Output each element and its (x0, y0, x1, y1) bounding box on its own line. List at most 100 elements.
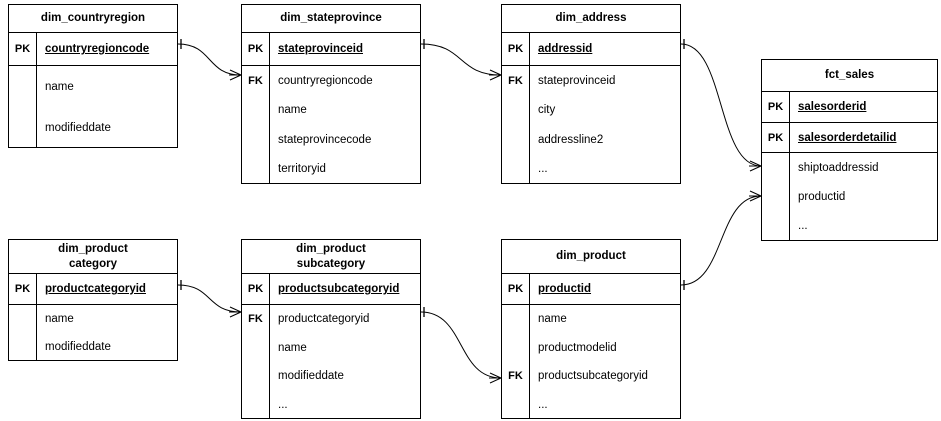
field-column: salesorderdetailid (790, 123, 937, 152)
key-column: PK (9, 274, 37, 304)
attribute-dotdotdot[interactable]: ... (278, 398, 288, 411)
key-badge-empty (242, 391, 269, 420)
relationship-subcategory-to-product[interactable] (420, 307, 502, 384)
crowsfoot-prong (749, 190, 762, 197)
cardinality-many-crowsfoot (229, 306, 242, 318)
entity-title-dim_productcategory: dim_product category (9, 240, 177, 274)
key-column: FK (502, 305, 530, 418)
relationship-countryregion-to-stateprovince[interactable] (177, 39, 242, 81)
field-column: countryregioncode (37, 33, 177, 65)
attribute-productsubcategoryid[interactable]: productsubcategoryid (278, 283, 400, 295)
key-badge-empty (762, 212, 789, 241)
key-badge-empty (502, 305, 529, 334)
cardinality-many-crowsfoot (229, 69, 242, 81)
crowsfoot-prong (749, 160, 762, 167)
attribute-group: FK name productmodelid productsubcategoryid… (502, 304, 680, 418)
attribute-productid[interactable]: productid (538, 283, 592, 295)
attribute-modifieddate[interactable]: modifieddate (278, 370, 344, 383)
crowsfoot-prong (229, 306, 242, 313)
key-badge-empty (9, 107, 36, 148)
attribute-productcategoryid[interactable]: productcategoryid (45, 283, 146, 295)
relationship-product-to-fctsales[interactable] (680, 190, 762, 290)
field-column: name modifieddate (37, 305, 177, 360)
attribute-group: name modifieddate (9, 304, 177, 360)
attribute-group: shiptoaddressid productid... (762, 152, 937, 240)
field-column: productcategoryid name modifieddate... (270, 305, 420, 418)
entity-title-line: category (69, 257, 117, 270)
attribute-stateprovincecode[interactable]: stateprovincecode (278, 133, 372, 146)
entity-title-line: dim_stateprovince (280, 12, 382, 24)
attribute-name[interactable]: name (278, 104, 307, 117)
attribute-group: name modifieddate (9, 65, 177, 147)
attribute-stateprovinceid[interactable]: stateprovinceid (278, 43, 363, 55)
key-badge-pk: PK (14, 43, 31, 55)
key-badge-pk: PK (14, 283, 31, 295)
relationship-stateprovince-to-address[interactable] (420, 39, 502, 81)
attribute-countryregioncode[interactable]: countryregioncode (45, 43, 150, 55)
attribute-name[interactable]: name (278, 341, 307, 354)
attribute-dotdotdot[interactable]: ... (538, 163, 548, 176)
attribute-countryregioncode[interactable]: countryregioncode (278, 74, 373, 87)
attribute-productcategoryid[interactable]: productcategoryid (278, 313, 370, 326)
key-badge-empty (242, 125, 269, 155)
attribute-modifieddate[interactable]: modifieddate (45, 121, 111, 134)
relationship-address-to-fctsales[interactable] (680, 39, 762, 172)
crowsfoot-prong (229, 74, 242, 81)
entity-title-line: dim_countryregion (40, 12, 146, 24)
field-column: addressid (530, 33, 680, 65)
entity-title-dim_stateprovince: dim_stateprovince (242, 5, 420, 33)
attribute-salesorderid[interactable]: salesorderid (798, 101, 867, 113)
attribute-dotdotdot[interactable]: ... (538, 398, 548, 411)
key-badge-empty (9, 333, 36, 361)
key-badge-fk: FK (248, 74, 263, 87)
cardinality-many-crowsfoot (489, 69, 502, 81)
key-badge-empty (502, 125, 529, 155)
attribute-productmodelid[interactable]: productmodelid (538, 341, 617, 354)
relationship-line (177, 43, 242, 76)
key-badge-pk: PK (507, 283, 524, 295)
attribute-stateprovinceid[interactable]: stateprovinceid (538, 74, 616, 87)
attribute-group: FK countryregioncode name stateprovincecode… (242, 65, 420, 183)
crowsfoot-prong (749, 195, 762, 202)
attribute-name[interactable]: name (45, 80, 74, 93)
relationship-productcategory-to-subcategory[interactable] (177, 280, 242, 318)
entity-title-line: dim_address (555, 12, 627, 24)
attribute-productid[interactable]: productid (798, 190, 846, 203)
attribute-group: PK productcategoryid (9, 274, 177, 304)
attribute-addressid[interactable]: addressid (538, 43, 593, 55)
attribute-name[interactable]: name (45, 313, 74, 325)
attribute-name[interactable]: name (538, 313, 567, 326)
key-column (762, 153, 790, 240)
attribute-salesorderdetailid[interactable]: salesorderdetailid (798, 132, 897, 144)
attribute-dotdotdot[interactable]: ... (798, 220, 808, 233)
relationship-line (420, 311, 502, 379)
key-badge-pk: PK (247, 283, 264, 295)
key-column: PK (9, 33, 37, 65)
key-column: FK (242, 66, 270, 183)
attribute-productsubcategoryid[interactable]: productsubcategoryid (538, 370, 648, 383)
key-column: PK (242, 274, 270, 304)
attribute-modifieddate[interactable]: modifieddate (45, 341, 111, 353)
attribute-city[interactable]: city (538, 104, 556, 117)
key-badge-empty (502, 155, 529, 185)
entity-title-dim_countryregion: dim_countryregion (9, 5, 177, 33)
attribute-addressline2[interactable]: addressline2 (538, 133, 604, 146)
field-column: shiptoaddressid productid... (790, 153, 937, 240)
attribute-shiptoaddressid[interactable]: shiptoaddressid (798, 161, 879, 174)
key-badge-pk: PK (507, 43, 524, 55)
field-column: productid (530, 274, 680, 304)
attribute-territoryid[interactable]: territoryid (278, 163, 326, 176)
key-badge-empty (242, 362, 269, 391)
relationship-line (680, 195, 762, 286)
crowsfoot-prong (489, 69, 502, 76)
entity-title-line: dim_product (58, 242, 128, 255)
